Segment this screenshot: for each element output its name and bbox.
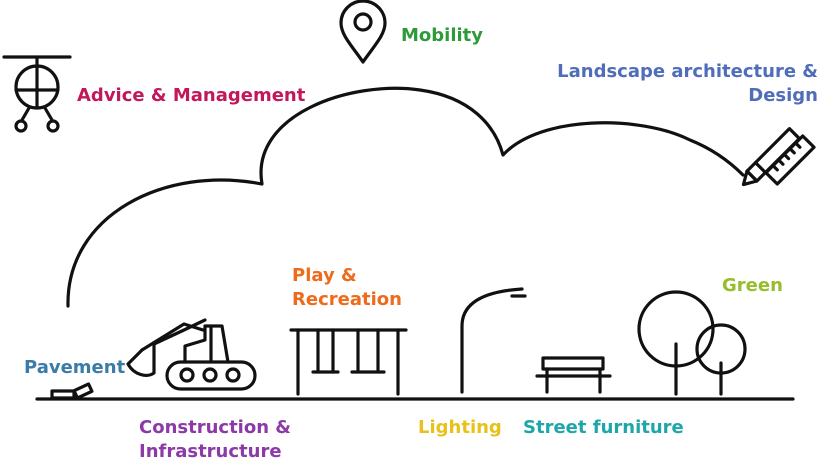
label-play-line2: Recreation <box>292 289 402 310</box>
street-lamp-icon <box>460 287 527 394</box>
bench-icon <box>535 356 612 394</box>
label-landscape-line1: Landscape architecture & <box>557 61 818 82</box>
label-landscape-line2: Design <box>748 85 818 106</box>
paving-stones-icon <box>50 382 94 400</box>
label-pavement: Pavement <box>24 357 126 378</box>
label-landscape-architecture: Landscape architecture & Design <box>557 60 818 108</box>
helicopter-icon <box>2 55 72 133</box>
label-play-line1: Play & <box>292 265 357 286</box>
label-play-recreation: Play & Recreation <box>292 264 402 312</box>
excavator-icon <box>126 318 257 391</box>
label-street-furniture: Street furniture <box>523 417 684 438</box>
cloud-outline <box>66 86 745 308</box>
label-green: Green <box>722 275 783 296</box>
label-construction-line2: Infrastructure <box>139 441 282 462</box>
map-pin-icon <box>339 0 387 64</box>
label-construction-line1: Construction & <box>139 417 291 438</box>
swing-icon <box>289 328 408 396</box>
label-advice-management: Advice & Management <box>77 85 306 106</box>
pencil-ruler-icon <box>741 127 816 187</box>
label-lighting: Lighting <box>418 417 502 438</box>
label-construction-infrastructure: Construction & Infrastructure <box>139 416 291 464</box>
label-mobility: Mobility <box>401 25 484 46</box>
trees-icon <box>637 290 747 396</box>
